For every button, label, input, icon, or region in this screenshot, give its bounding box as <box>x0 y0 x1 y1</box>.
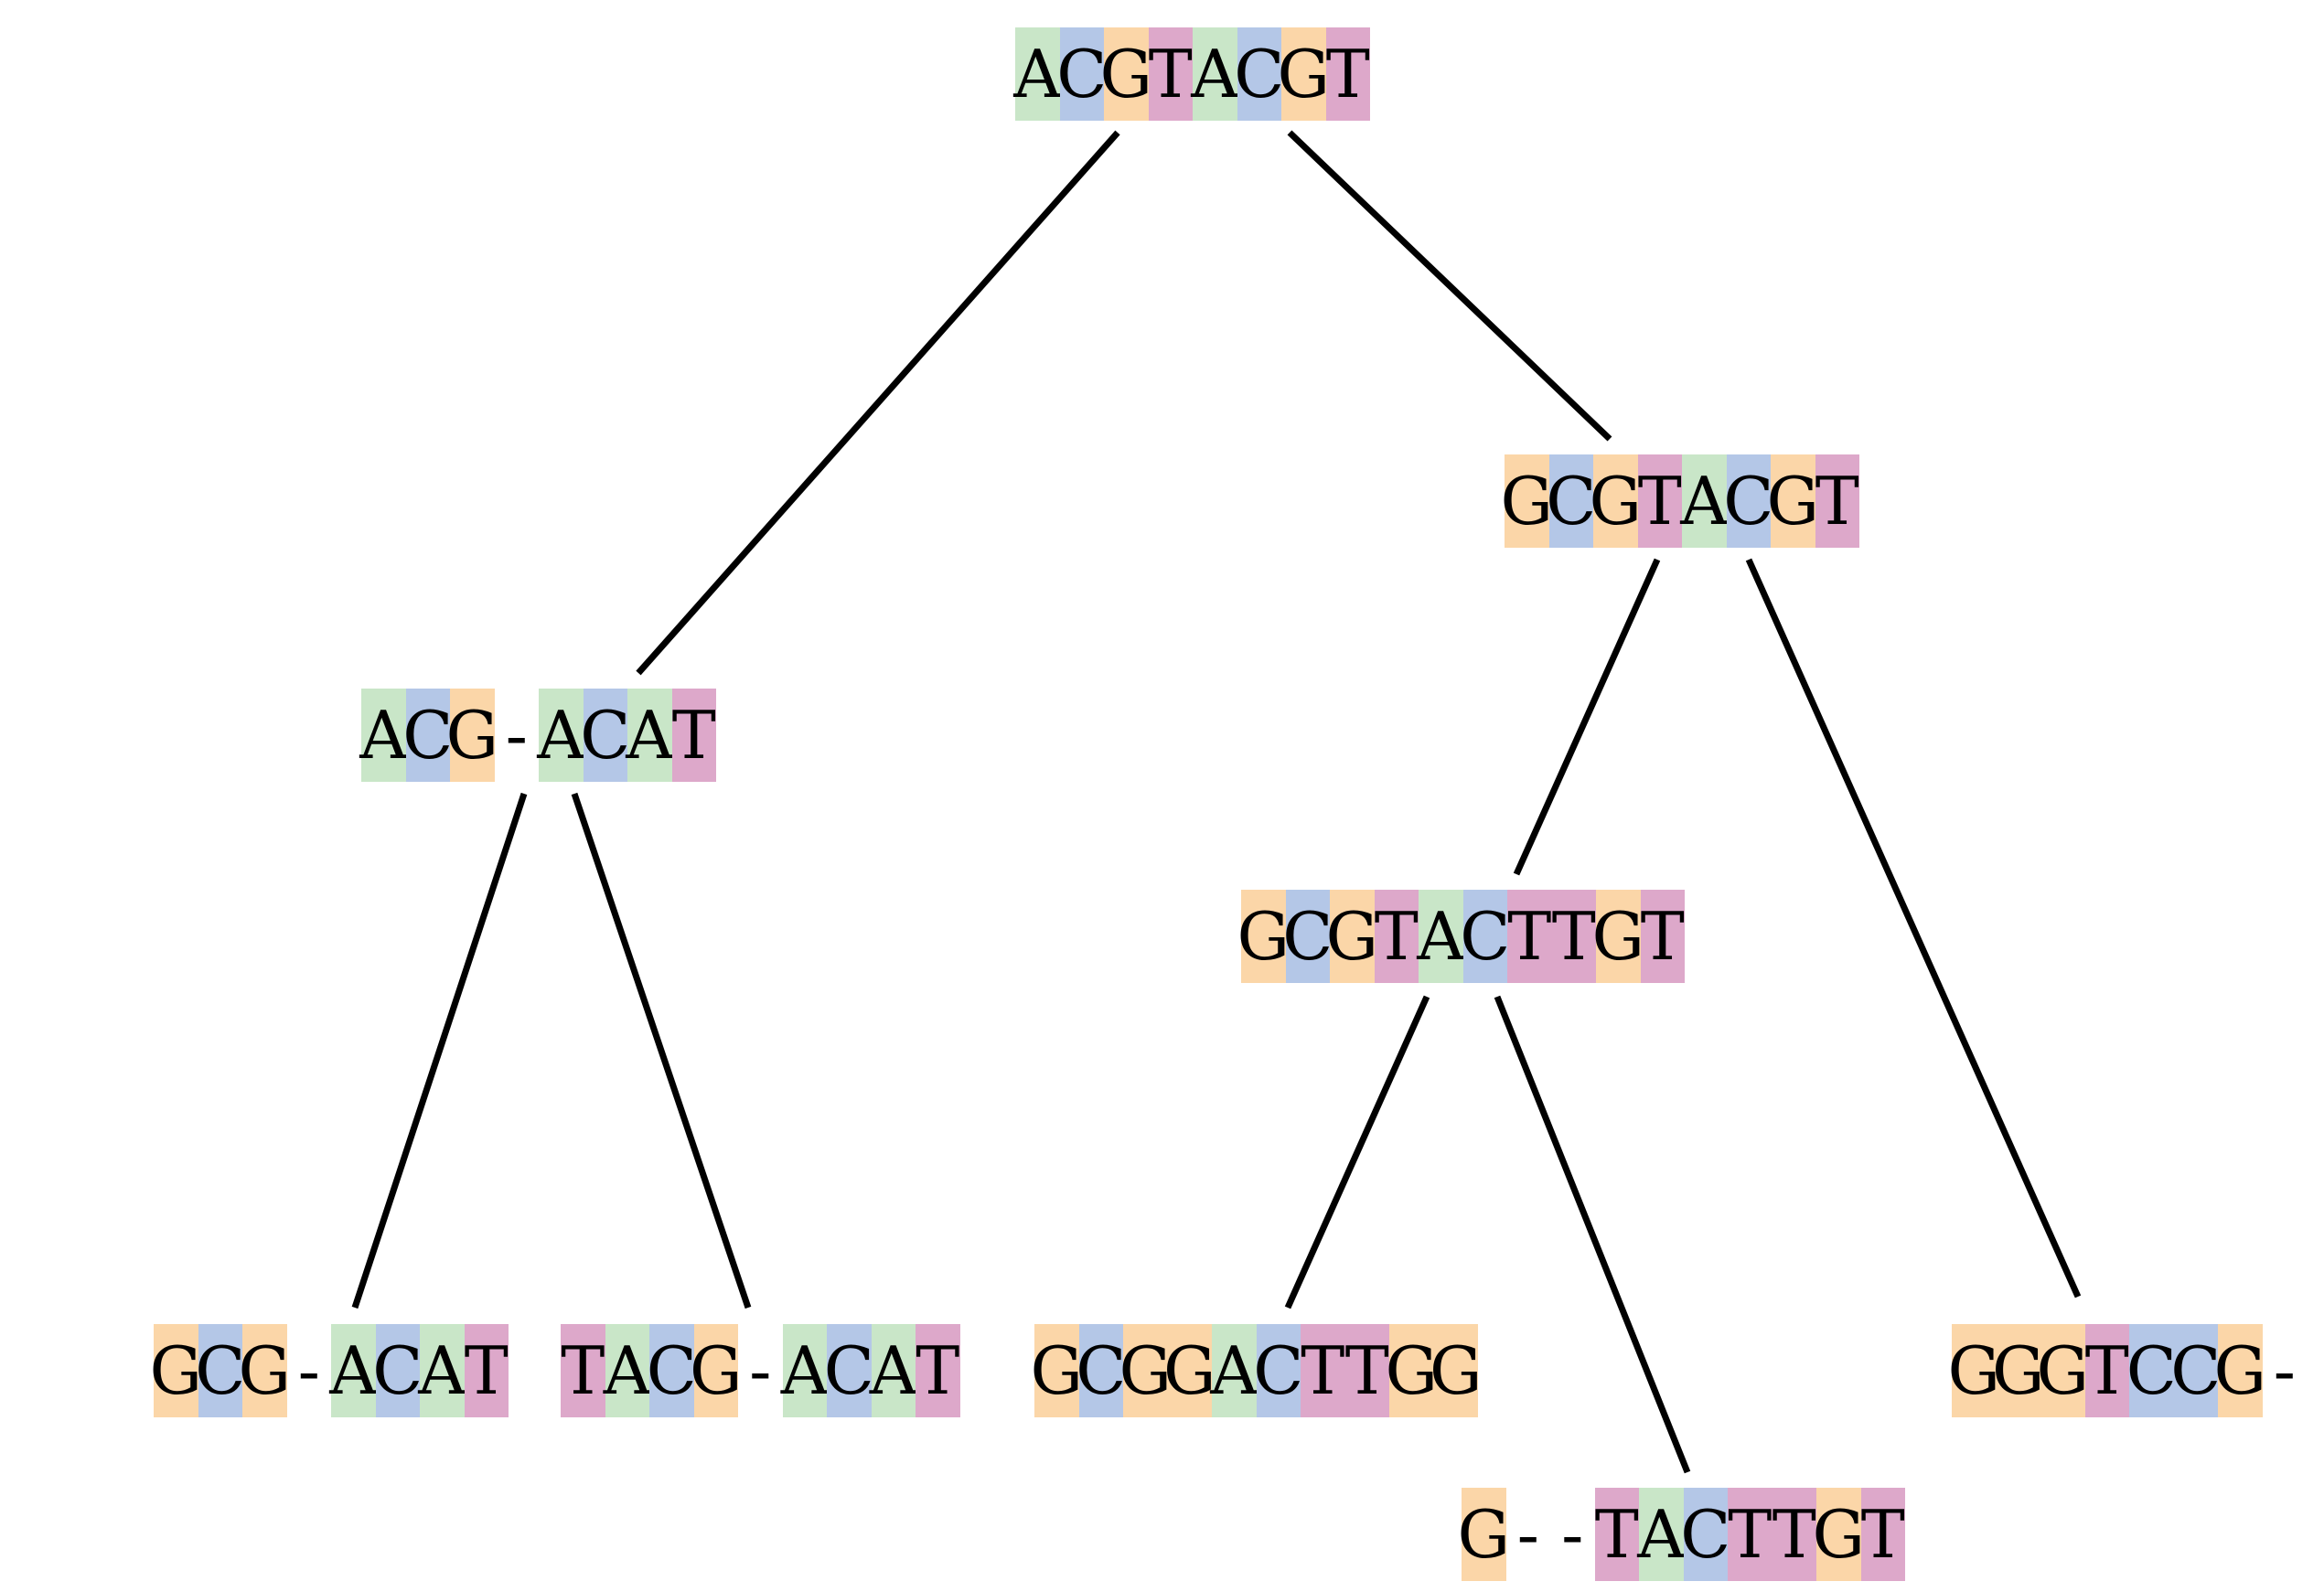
base-cell-A: A <box>604 1324 651 1417</box>
base-cell-G: G <box>1278 27 1330 121</box>
base-cell-G: G <box>1458 1488 1510 1581</box>
base-cell-T: T <box>2084 1324 2129 1417</box>
base-cell-C: C <box>1234 27 1284 121</box>
base-cell-A: A <box>1637 1488 1685 1581</box>
base-cell-T: T <box>1637 454 1682 548</box>
base-cell-T: T <box>1551 890 1596 983</box>
base-cell-G: G <box>1590 454 1642 548</box>
base-cell-A: A <box>359 689 407 782</box>
base-cell-G: G <box>1948 1324 2000 1417</box>
base-cell-A: A <box>1680 454 1728 548</box>
base-cell-A: A <box>1013 27 1061 121</box>
base-cell-gap: - <box>1516 1496 1539 1573</box>
edge-gcgtacttgt-to-g-tacttgt <box>1494 995 1691 1474</box>
base-cell-G: G <box>446 689 498 782</box>
base-cell-G: G <box>2037 1324 2089 1417</box>
base-cell-G: G <box>1163 1324 1216 1417</box>
base-cell-C: C <box>647 1324 697 1417</box>
base-cell-C: C <box>1546 454 1596 548</box>
base-cell-T: T <box>1301 1324 1345 1417</box>
edge-acg-acat-to-gcg-acat <box>351 792 528 1309</box>
base-cell-T: T <box>561 1324 605 1417</box>
base-cell-C: C <box>1056 27 1107 121</box>
edge-gcgtacttgt-to-gcggacttgg <box>1284 995 1430 1309</box>
base-cell-T: T <box>916 1324 960 1417</box>
base-cell-C: C <box>2126 1324 2177 1417</box>
base-cell-A: A <box>870 1324 917 1417</box>
base-cell-T: T <box>1815 454 1859 548</box>
base-cell-G: G <box>690 1324 743 1417</box>
base-cell-T: T <box>1728 1488 1772 1581</box>
base-cell-A: A <box>329 1324 377 1417</box>
base-cell-G: G <box>150 1324 202 1417</box>
base-cell-gap: - <box>505 697 528 774</box>
base-cell-T: T <box>1860 1488 1905 1581</box>
base-cell-G: G <box>1326 890 1378 983</box>
base-cell-G: G <box>1100 27 1152 121</box>
base-cell-gap: - <box>2273 1332 2296 1409</box>
base-cell-C: C <box>580 689 630 782</box>
base-cell-T: T <box>1507 890 1552 983</box>
base-cell-C: C <box>372 1324 423 1417</box>
base-cell-G: G <box>1592 890 1644 983</box>
base-cell-A: A <box>1417 890 1464 983</box>
base-cell-C: C <box>195 1324 245 1417</box>
base-cell-C: C <box>1680 1488 1730 1581</box>
base-cell-T: T <box>464 1324 509 1417</box>
base-cell-T: T <box>1640 890 1685 983</box>
base-cell-C: C <box>1076 1324 1126 1417</box>
base-cell-G: G <box>1767 454 1819 548</box>
base-cell-C: C <box>824 1324 874 1417</box>
base-cell-G: G <box>1813 1488 1865 1581</box>
base-cell-T: T <box>1772 1488 1816 1581</box>
edge-acg-acat-to-tacg-acat <box>571 792 752 1309</box>
base-cell-C: C <box>1723 454 1773 548</box>
base-cell-G: G <box>2214 1324 2266 1417</box>
base-cell-G: G <box>1031 1324 1083 1417</box>
base-cell-A: A <box>626 689 673 782</box>
base-cell-C: C <box>1282 890 1333 983</box>
edge-gcgtacgt-to-gggtccg <box>1745 558 2082 1298</box>
base-cell-gap: - <box>749 1332 772 1409</box>
base-cell-G: G <box>1992 1324 2045 1417</box>
base-cell-gap: - <box>297 1332 320 1409</box>
base-cell-C: C <box>402 689 453 782</box>
base-cell-G: G <box>1237 890 1290 983</box>
base-cell-G: G <box>1119 1324 1172 1417</box>
base-cell-T: T <box>1374 890 1419 983</box>
base-cell-A: A <box>1191 27 1238 121</box>
base-cell-A: A <box>781 1324 829 1417</box>
base-cell-G: G <box>1501 454 1553 548</box>
base-cell-C: C <box>1460 890 1510 983</box>
base-cell-C: C <box>1253 1324 1303 1417</box>
base-cell-C: C <box>2170 1324 2221 1417</box>
base-cell-T: T <box>1344 1324 1389 1417</box>
edge-gcgtacgt-to-gcgtacttgt <box>1513 558 1661 876</box>
edge-root-to-acg-acat <box>636 130 1120 676</box>
base-cell-gap: - <box>1561 1496 1584 1573</box>
base-cell-T: T <box>671 689 716 782</box>
base-cell-T: T <box>1325 27 1370 121</box>
base-cell-A: A <box>1210 1324 1258 1417</box>
base-cell-G: G <box>1430 1324 1483 1417</box>
base-cell-G: G <box>1386 1324 1438 1417</box>
base-cell-T: T <box>1594 1488 1639 1581</box>
base-cell-G: G <box>239 1324 291 1417</box>
base-cell-A: A <box>537 689 584 782</box>
base-cell-A: A <box>418 1324 466 1417</box>
edge-root-to-gcgtacgt <box>1287 130 1612 442</box>
base-cell-T: T <box>1148 27 1193 121</box>
